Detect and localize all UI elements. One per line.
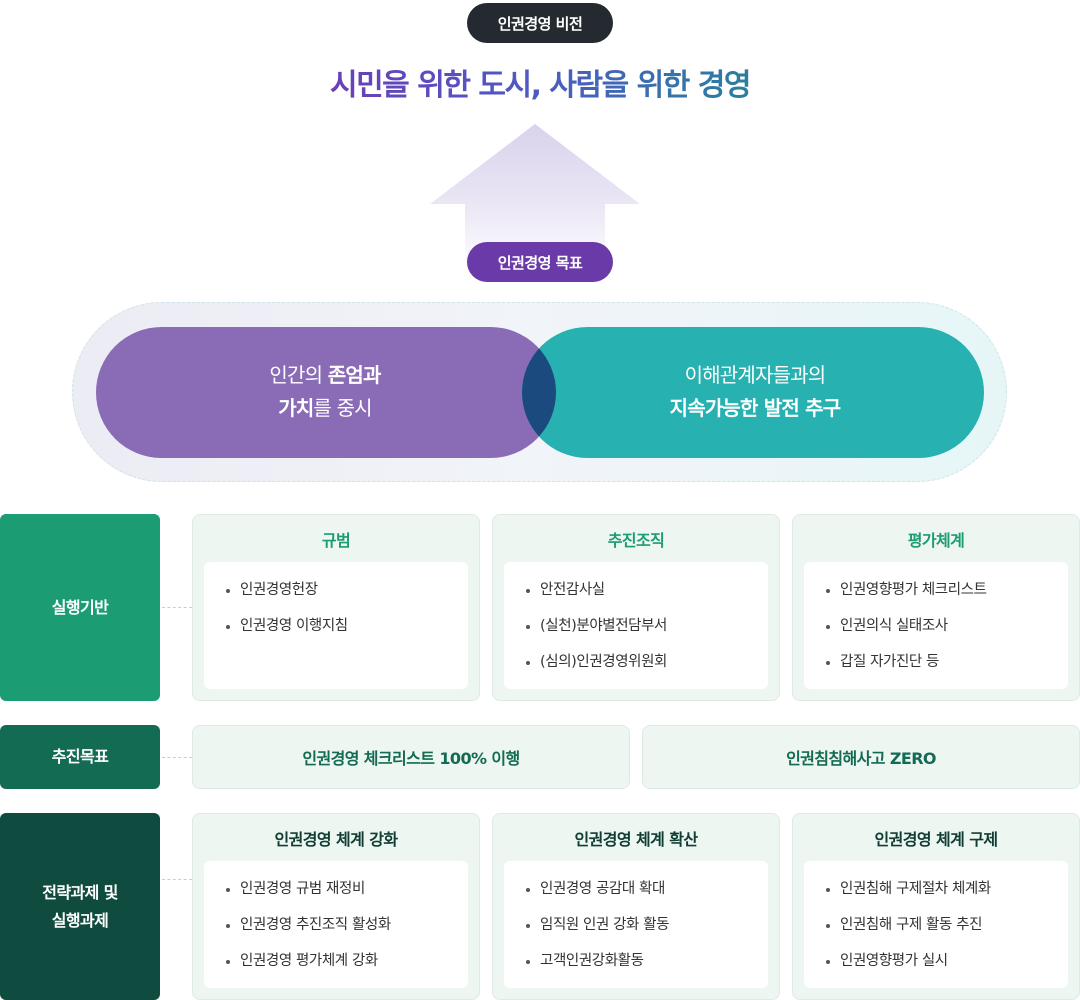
vision-badge: 인권경영 비전 <box>467 3 613 43</box>
strategy-card-spread: 인권경영 체계 확산 인권경영 공감대 확대 임직원 인권 강화 활동 고객인권… <box>492 813 780 1000</box>
goal-right-text: 이해관계자들과의 지속가능한 발전 추구 <box>669 363 842 420</box>
target-card-zero: 인권침침해사고 ZERO <box>642 725 1080 789</box>
list-item: 인권의식 실태조사 <box>826 612 1068 648</box>
list-item: 인권경영 규범 재정비 <box>226 875 468 911</box>
list-item: 인권영향평가 실시 <box>826 947 1068 983</box>
list-item: (심의)인권경영위원회 <box>526 648 768 684</box>
card-title: 인권경영 체계 강화 <box>274 829 399 849</box>
strategy-card-strengthen: 인권경영 체계 강화 인권경영 규범 재정비 인권경영 추진조직 활성화 인권경… <box>192 813 480 1000</box>
goal-left-pill <box>96 327 556 458</box>
up-arrow-icon <box>430 124 640 274</box>
card-title: 인권경영 체계 구제 <box>874 829 999 849</box>
list-item: 고객인권강화활동 <box>526 947 768 983</box>
foundation-card-organization: 추진조직 안전감사실 (실천)분야별전담부서 (심의)인권경영위원회 <box>492 514 780 701</box>
list-item: 인권경영헌장 <box>226 576 468 612</box>
strategy-card-remedy: 인권경영 체계 구제 인권침해 구제절차 체계화 인권침해 구제 활동 추진 인… <box>792 813 1080 1000</box>
list-item: (실천)분야별전담부서 <box>526 612 768 648</box>
connector-line <box>162 757 192 758</box>
row-label-target: 추진목표 <box>0 725 160 789</box>
goal-left-text: 인간의 존엄과 가치를 중시 <box>269 363 381 420</box>
target-card-checklist: 인권경영 체크리스트 100% 이행 <box>192 725 630 789</box>
goal-right-pill <box>522 327 984 458</box>
list-item: 인권경영 공감대 확대 <box>526 875 768 911</box>
list-item: 안전감사실 <box>526 576 768 612</box>
list-item: 임직원 인권 강화 활동 <box>526 911 768 947</box>
list-item: 인권경영 추진조직 활성화 <box>226 911 468 947</box>
goal-badge: 인권경영 목표 <box>467 242 613 282</box>
target-text: 인권침침해사고 ZERO <box>786 749 936 768</box>
vision-title: 시민을 위한 도시, 사람을 위한 경영 <box>329 68 752 103</box>
list-item: 인권침해 구제 활동 추진 <box>826 911 1068 947</box>
connector-line <box>162 607 192 608</box>
foundation-card-evaluation: 평가체계 인권영향평가 체크리스트 인권의식 실태조사 갑질 자가진단 등 <box>792 514 1080 701</box>
list-item: 인권영향평가 체크리스트 <box>826 576 1068 612</box>
list-item: 갑질 자가진단 등 <box>826 648 1068 684</box>
list-item: 인권침해 구제절차 체계화 <box>826 875 1068 911</box>
foundation-card-norms: 규범 인권경영헌장 인권경영 이행지침 <box>192 514 480 701</box>
connector-line <box>162 879 192 880</box>
card-title: 인권경영 체계 확산 <box>574 829 699 849</box>
card-title: 규범 <box>321 530 351 550</box>
card-title: 추진조직 <box>607 530 665 550</box>
target-text: 인권경영 체크리스트 100% 이행 <box>302 749 520 768</box>
row-label-foundation: 실행기반 <box>0 514 160 701</box>
list-item: 인권경영 평가체계 강화 <box>226 947 468 983</box>
list-item: 인권경영 이행지침 <box>226 612 468 648</box>
card-title: 평가체계 <box>907 530 965 550</box>
